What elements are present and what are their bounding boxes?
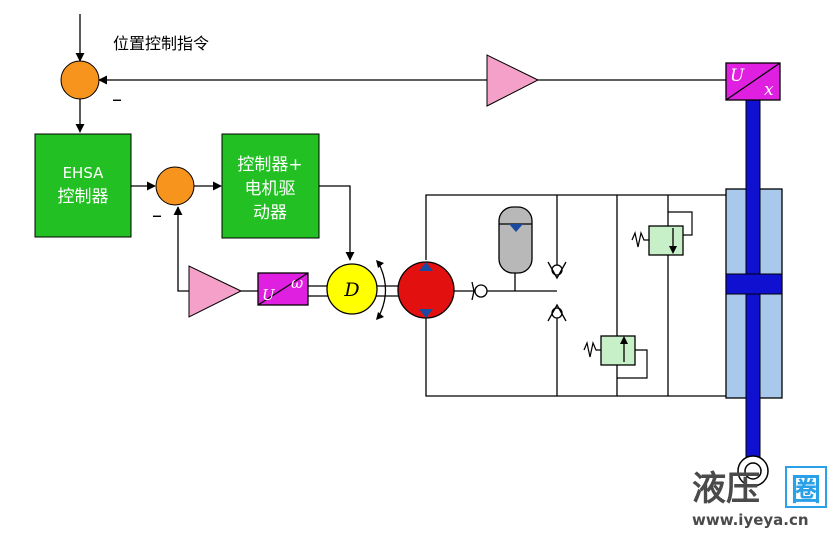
position-minus-sign: – xyxy=(112,87,122,111)
position-amplifier xyxy=(486,54,540,107)
ehsa-controller-line1: EHSA xyxy=(63,164,105,182)
position-sensor-u-label: U xyxy=(730,66,745,86)
command-label: 位置控制指令 xyxy=(113,34,209,53)
motor-label: D xyxy=(343,279,359,301)
watermark-brand-text: 液压 xyxy=(692,469,760,509)
servo-motor xyxy=(326,260,387,320)
position-sensor xyxy=(725,62,781,101)
speed-minus-sign: – xyxy=(152,203,162,227)
position-summing-junction xyxy=(60,60,100,100)
watermark-logo: 液压 圈 www.iyeya.cn xyxy=(692,466,827,529)
check-valve-lower xyxy=(547,303,567,322)
motor-driver-line1: 控制器+ xyxy=(237,155,302,175)
speed-amplifier xyxy=(188,265,243,318)
ehsa-controller-box xyxy=(34,133,132,238)
position-sensor-x-label: x xyxy=(764,80,774,100)
hydraulic-cylinder xyxy=(725,99,783,487)
check-valve-left xyxy=(471,281,488,301)
speed-sensor xyxy=(257,272,309,306)
motor-driver-box xyxy=(221,133,320,239)
hydraulic-lines xyxy=(425,194,726,397)
speed-sensor-u-label: U xyxy=(262,286,276,304)
watermark-url: www.iyeya.cn xyxy=(692,511,809,529)
watermark-brand-badge: 圈 xyxy=(791,473,821,508)
check-valve-upper xyxy=(547,261,567,280)
drive-shaft xyxy=(308,285,400,297)
speed-summing-junction xyxy=(155,166,195,206)
hydraulic-pump xyxy=(397,261,455,319)
speed-sensor-omega-label: ω xyxy=(291,274,303,292)
motor-driver-line2: 电机驱 xyxy=(245,179,296,199)
relief-valve-lower xyxy=(583,335,648,379)
relief-valve-upper xyxy=(631,211,693,256)
motor-driver-line3: 动器 xyxy=(253,203,287,223)
accumulator xyxy=(498,206,533,274)
ehsa-controller-line2: 控制器 xyxy=(58,187,109,207)
